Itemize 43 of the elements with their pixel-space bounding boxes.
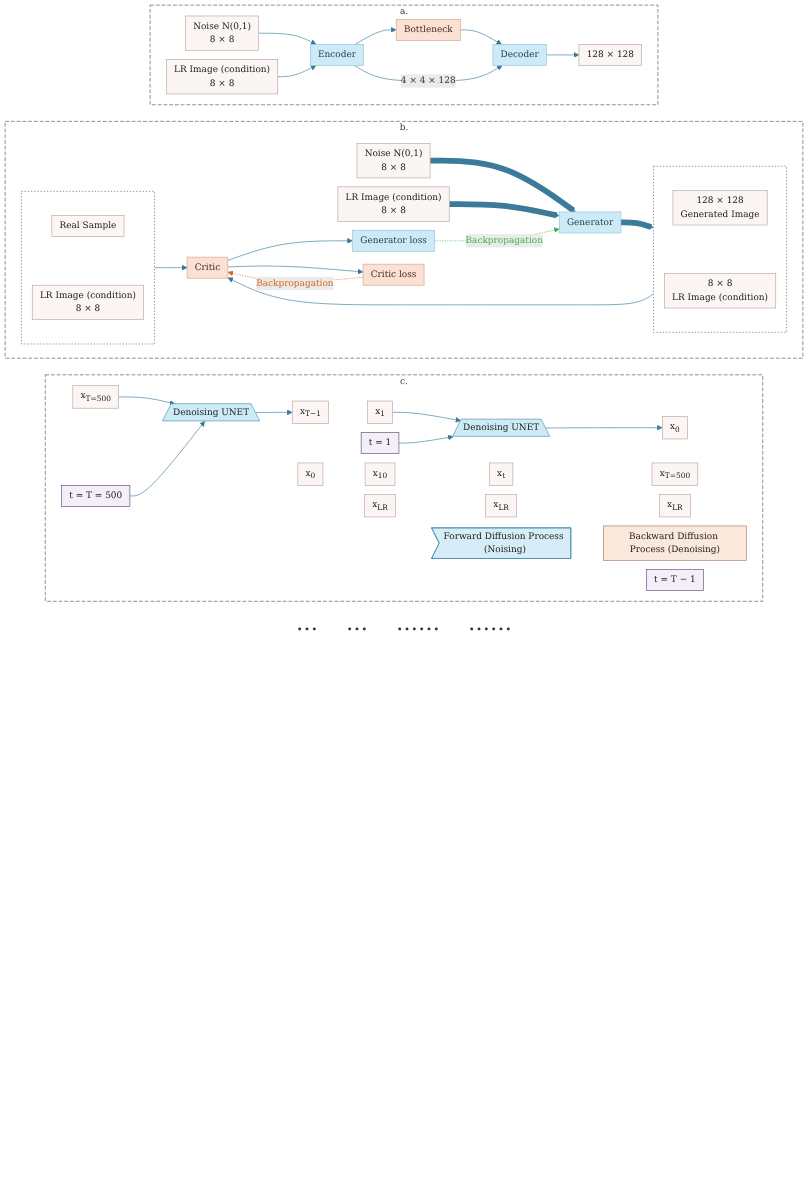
node-box xyxy=(356,143,431,179)
node-box xyxy=(659,494,691,518)
node-box xyxy=(485,494,517,518)
node-box xyxy=(166,59,279,95)
node-box xyxy=(72,385,119,409)
arrow xyxy=(430,157,576,213)
node-box xyxy=(492,44,547,66)
node-box xyxy=(395,19,461,41)
node-box xyxy=(185,15,259,51)
ellipsis-label: … xyxy=(346,610,368,637)
node-box xyxy=(51,215,125,237)
node-box xyxy=(297,462,324,486)
node-box xyxy=(367,400,393,424)
node-box xyxy=(310,44,364,66)
node-box xyxy=(603,525,747,561)
node-box xyxy=(61,485,131,507)
node-box xyxy=(578,44,642,66)
ellipsis-label: … xyxy=(296,610,318,637)
cluster xyxy=(149,4,659,106)
node-box xyxy=(662,416,688,440)
node-box xyxy=(651,462,699,486)
arrow xyxy=(620,219,654,230)
node-box xyxy=(664,273,777,309)
ellipsis-label: …… xyxy=(396,610,440,637)
arrow xyxy=(449,201,560,219)
node-box xyxy=(364,494,396,518)
node-box xyxy=(672,190,768,226)
node-box xyxy=(291,400,329,424)
node-box xyxy=(360,432,400,454)
node-box xyxy=(362,263,425,286)
node-box xyxy=(337,186,450,222)
node-box xyxy=(186,256,229,279)
node-box xyxy=(364,462,396,486)
node-box xyxy=(31,284,144,321)
node-box xyxy=(489,462,514,486)
node-box xyxy=(352,229,435,252)
cluster xyxy=(21,191,155,345)
cluster xyxy=(44,374,764,602)
cluster xyxy=(4,121,804,359)
node-box xyxy=(646,569,704,591)
node-box xyxy=(558,211,622,234)
ellipsis-label: …… xyxy=(468,610,512,637)
cluster xyxy=(653,165,787,333)
